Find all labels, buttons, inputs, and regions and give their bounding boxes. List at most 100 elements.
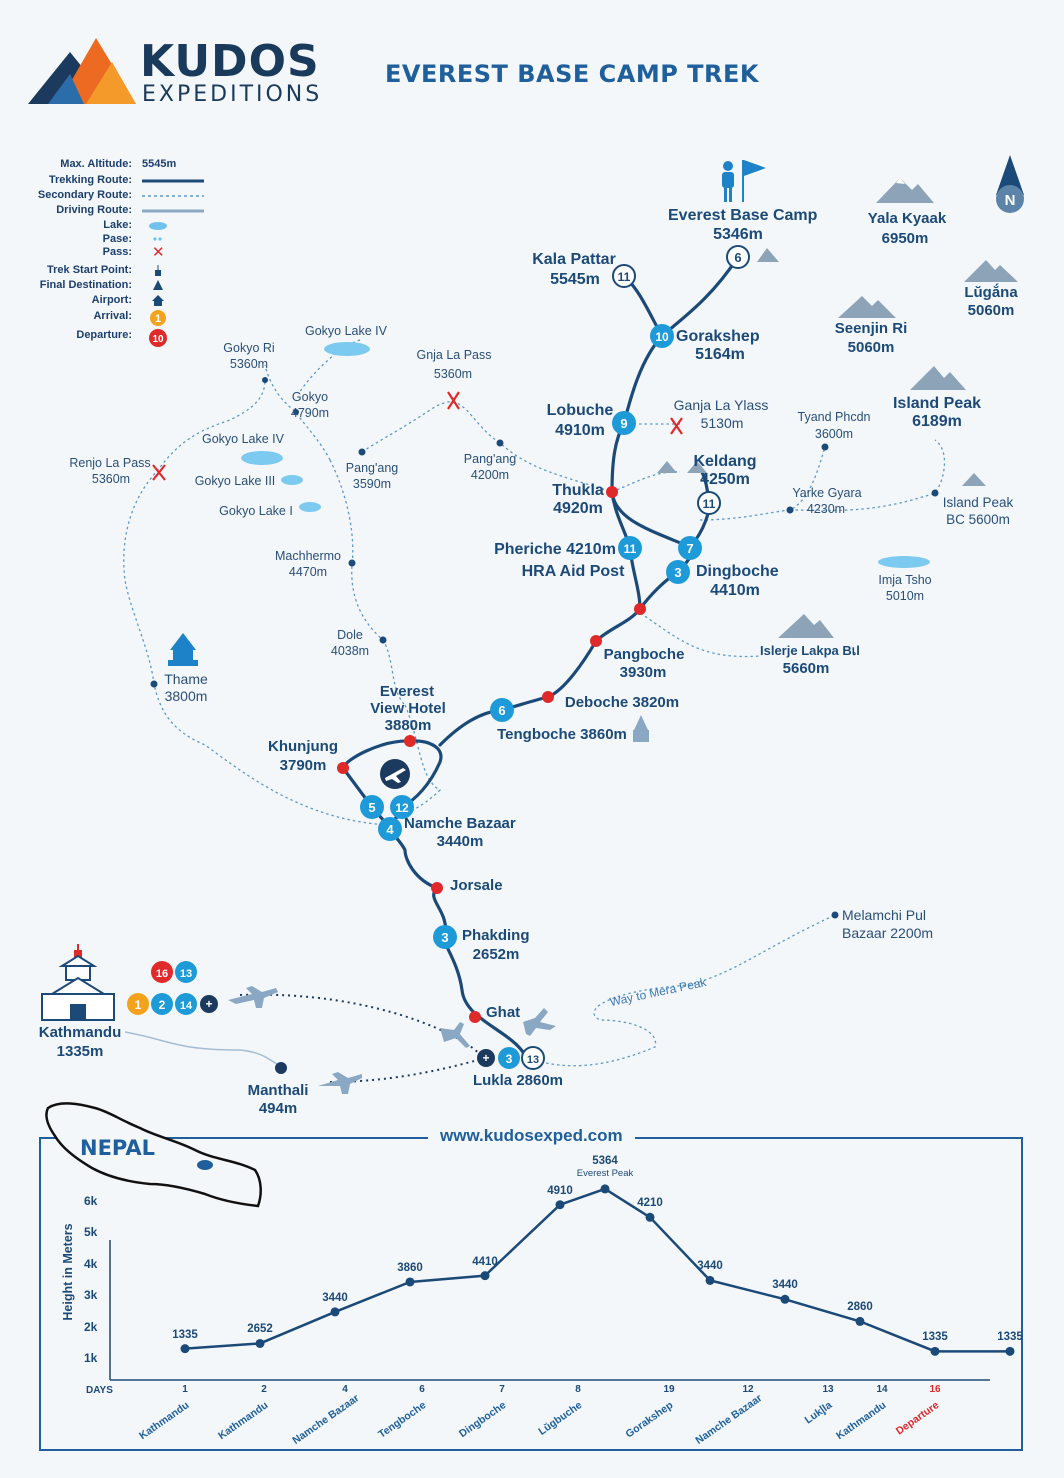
label-kala-alt: 5545m (550, 271, 600, 288)
data-label: 3440 (697, 1260, 723, 1273)
legend-label: Final Destination: (39, 279, 132, 291)
label-gnja-name: Gnja La Pass (416, 348, 492, 362)
data-point (330, 1307, 340, 1317)
nepal-inset-label: NEPAL (80, 1136, 156, 1160)
legend-label: Arrival: (93, 310, 132, 322)
label-gokyo-alt: 4790m (290, 406, 330, 420)
data-point (930, 1346, 940, 1356)
data-label: 1335 (997, 1331, 1023, 1344)
label-gokyo-ri-alt: 5360m (229, 357, 269, 371)
legend-arrival-number: 1 (155, 313, 161, 325)
label-manthali-alt: 494m (258, 1100, 298, 1117)
label-yala-alt: 6950m (881, 230, 929, 247)
label-deboche: Deboche 3820m (564, 694, 680, 711)
marker-ding3: 3 (674, 565, 681, 580)
label-ganja-alt: 5130m (700, 415, 744, 431)
label-ipbc-alt: BC 5600m (946, 512, 1010, 527)
legend-label: Driving Route: (56, 204, 132, 216)
mountain-icon (657, 178, 1018, 638)
svg-text:+: + (205, 997, 212, 1011)
label-renjo-alt: 5360m (91, 472, 131, 486)
y-tick-label: 6k (84, 1193, 98, 1208)
marker-nam5: 5 (368, 800, 375, 815)
legend-departure-number: 10 (152, 334, 164, 345)
label-dingboche-alt: 4410m (710, 582, 760, 599)
label-pheriche-sub: HRA Aid Post (521, 563, 625, 580)
brand-logo-mark (28, 38, 136, 104)
x-day-label: 16 (929, 1384, 941, 1395)
label-yarke-name: Yarke Gyara (792, 486, 862, 500)
label-manthali-name: Manthali (247, 1082, 309, 1099)
label-lugana-alt: 5060m (967, 302, 1015, 319)
label-lugana-name: Lŭgắna (964, 284, 1018, 301)
svg-text:✕: ✕ (152, 243, 165, 261)
label-gokyo-ri-name: Gokyo Ri (223, 341, 275, 355)
x-day-label: 8 (575, 1384, 581, 1395)
data-point (780, 1294, 790, 1304)
label-ganja-name: Ganja La Ylass (673, 397, 769, 413)
page-title: EVEREST BASE CAMP TREK (385, 60, 760, 88)
label-everest-view-2: View Hotel (370, 700, 446, 717)
marker-pher: 11 (624, 542, 637, 556)
label-dole-name: Dole (337, 628, 363, 642)
label-melamchi-alt: Bazaar 2200m (842, 925, 934, 941)
brand-subtitle: EXPEDITIONS (142, 82, 323, 107)
label-namche-alt: 3440m (436, 833, 484, 850)
marker-ebc: 6 (734, 250, 741, 265)
label-kala-name: Kala Pattar (532, 251, 616, 268)
label-islerje-name: Islerje Lakpa Bเl (760, 643, 860, 658)
legend-max-altitude: 5545m (142, 158, 177, 170)
label-namche-name: Namche Bazaar (404, 815, 516, 832)
data-point (555, 1200, 565, 1210)
label-pangang2-name: Pang'ang (463, 452, 517, 466)
label-gokyo-name: Gokyo (291, 390, 329, 404)
marker-kala: 11 (618, 270, 631, 284)
label-gnja-alt: 5360m (433, 367, 473, 381)
label-ghat: Ghat (486, 1004, 521, 1021)
chart-xlabel: DAYS (86, 1385, 113, 1396)
marker-lobu: 9 (620, 416, 627, 431)
label-yarke-alt: 4230m (806, 502, 846, 516)
marker-luk3: 3 (506, 1052, 513, 1066)
label-thukla-name: Thukla (552, 482, 604, 499)
label-thame-name: Thame (164, 671, 208, 687)
x-day-label: 19 (663, 1384, 675, 1395)
legend-label: Secondary Route: (37, 189, 132, 201)
label-everest-view-alt: 3880m (384, 717, 432, 734)
label-imja-alt: 5010m (885, 589, 925, 603)
data-label: 5364 (592, 1154, 618, 1167)
x-day-label: 4 (342, 1384, 348, 1395)
x-day-label: 12 (742, 1384, 754, 1395)
label-tengboche: Tengboche 3860m (497, 726, 627, 743)
label-imja-name: Imja Tsho (878, 573, 932, 587)
kathmandu-temple-icon (41, 944, 115, 1021)
data-label: 4210 (637, 1197, 663, 1210)
legend-label: Pase: (102, 233, 132, 245)
label-lobuche-alt: 4910m (555, 422, 605, 439)
y-tick-label: 4k (84, 1256, 98, 1271)
label-gorakshep-name: Gorakshep (676, 328, 760, 345)
y-tick-label: 1k (84, 1351, 98, 1366)
label-keldang-name: Keldang (693, 453, 757, 470)
legend-symbols: ✕ 1 10 (142, 179, 204, 347)
label-everest-view-1: Everest (379, 683, 435, 700)
data-label: 2860 (847, 1301, 873, 1314)
svg-text:+: + (482, 1051, 489, 1065)
nepal-outline (45, 1102, 262, 1208)
label-pangboche-alt: 3930m (619, 664, 667, 681)
label-machhermo-name: Machhermo (275, 549, 341, 563)
data-sublabel: Everest Peak (576, 1167, 634, 1179)
label-lobuche-name: Lobuche (546, 402, 614, 419)
marker-ktm2: 2 (159, 998, 166, 1012)
x-day-label: 6 (419, 1384, 425, 1395)
label-thame-alt: 3800m (164, 688, 208, 704)
label-phakding-alt: 2652m (472, 946, 520, 963)
marker-gorak: 10 (655, 330, 669, 344)
x-day-label: 1 (182, 1384, 188, 1395)
marker-ding7: 7 (686, 541, 693, 556)
label-gokyo-lake-iv: Gokyo Lake IV (202, 432, 284, 446)
website-url[interactable]: www.kudosexped.com (428, 1126, 635, 1146)
